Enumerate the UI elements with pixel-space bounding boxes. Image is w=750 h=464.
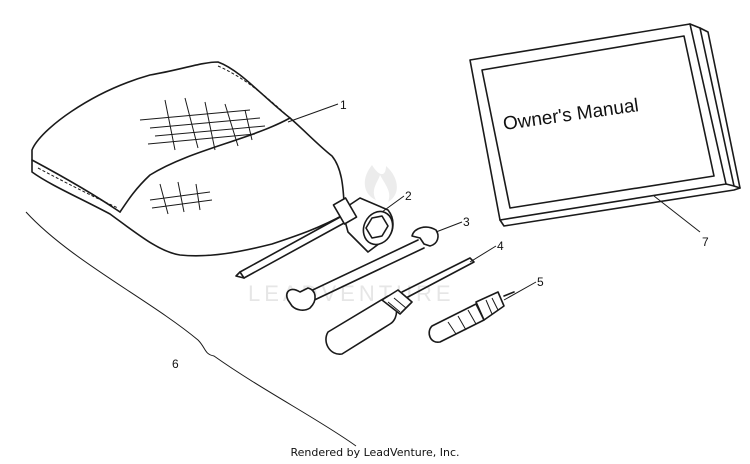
spark-plug — [428, 291, 515, 343]
callout-4: 4 — [497, 239, 504, 253]
flame-logo-icon — [364, 165, 397, 202]
screwdriver — [325, 257, 475, 355]
watermark-text: LEADVENTURE — [248, 281, 455, 306]
callout-5: 5 — [537, 275, 544, 289]
leader-lines — [287, 103, 701, 301]
callout-3: 3 — [463, 215, 470, 229]
footer-credit: Rendered by LeadVenture, Inc. — [290, 446, 460, 459]
callout-2: 2 — [405, 189, 412, 203]
owners-manual: Owner's Manual — [469, 23, 741, 227]
callout-1: 1 — [340, 98, 347, 112]
callout-labels: 1 2 3 4 5 6 7 — [172, 98, 709, 371]
callout-7: 7 — [702, 235, 709, 249]
open-end-wrench — [285, 226, 439, 311]
group-bracket — [25, 211, 357, 447]
tool-pouch — [31, 61, 346, 257]
callout-6: 6 — [172, 357, 179, 371]
socket-wrench — [235, 197, 394, 279]
